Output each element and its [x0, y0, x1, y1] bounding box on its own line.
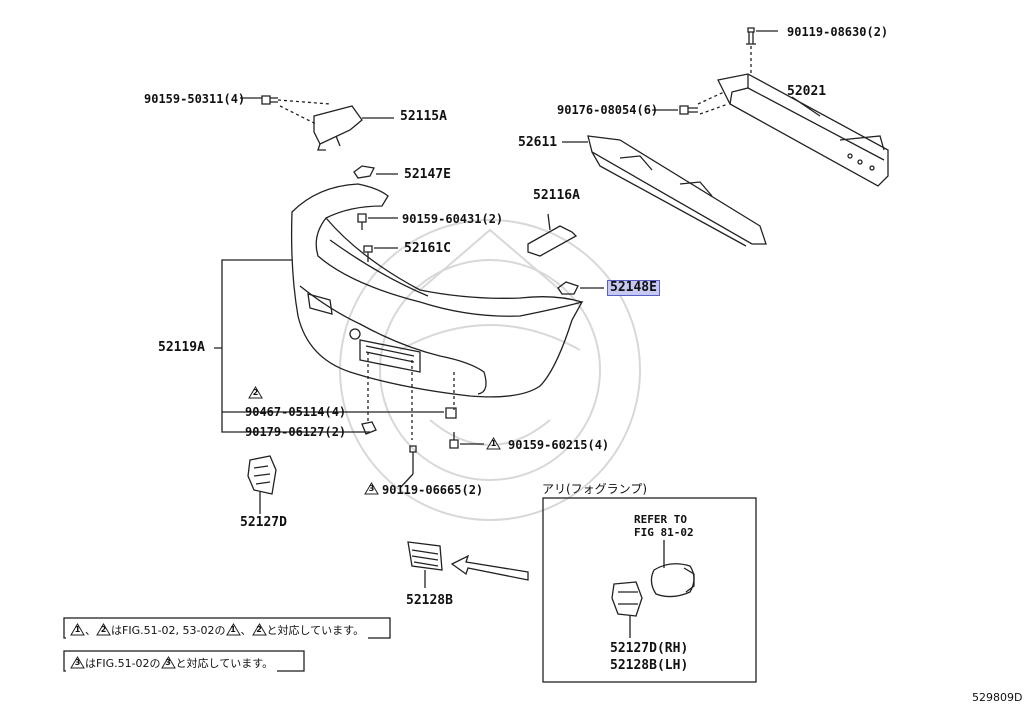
inset-part-rh[interactable]: 52127D(RH) [610, 641, 689, 656]
leader-line-52119A [214, 259, 444, 433]
part-label-52128B[interactable]: 52128B [406, 593, 453, 608]
leader-line [791, 96, 821, 117]
dashed-guide [277, 99, 331, 125]
bolt-90119-06665 [409, 445, 417, 474]
note-separator: 、 [85, 624, 96, 637]
note-triangle-3: 3 [70, 656, 85, 669]
callout-triangle-2: 2 [248, 386, 263, 399]
note-triangle-2b: 2 [251, 623, 267, 636]
part-label-52148E-highlighted[interactable]: 52148E [607, 280, 660, 296]
fog-lamp-drawing [611, 563, 695, 617]
part-label-90467-05114[interactable]: 90467-05114(4) [245, 405, 347, 419]
inset-box [542, 497, 757, 683]
screw-90159-60215 [449, 432, 459, 449]
screw-90159-60431 [357, 213, 367, 230]
fog-cover-52128B [407, 541, 443, 571]
part-label-90176-08054[interactable]: 90176-08054(6) [557, 103, 659, 117]
fog-cover-52127D [247, 455, 277, 495]
part-label-52119A[interactable]: 52119A [158, 340, 205, 355]
note-separator-b: 、 [240, 624, 252, 637]
reinforcement-52021 [717, 73, 889, 187]
leader-line [629, 540, 665, 638]
inset-part-lh[interactable]: 52128B(LH) [610, 658, 689, 673]
note-1-end: と対応しています。 [266, 624, 365, 637]
inset-refer-line-1: REFER TO [634, 513, 687, 526]
screw-90159-50311 [261, 95, 278, 105]
absorber-52611 [587, 135, 767, 247]
dashed-guide [367, 352, 455, 440]
figure-code: 529809D [972, 691, 1023, 704]
part-label-52611[interactable]: 52611 [518, 135, 558, 150]
part-label-52161C[interactable]: 52161C [404, 241, 451, 256]
inset-title: アリ(フォグランプ) [542, 482, 648, 496]
part-label-90119-06665[interactable]: 90119-06665(2) [382, 483, 484, 497]
dashed-guide [697, 91, 729, 115]
part-label-90159-50311[interactable]: 90159-50311(4) [144, 92, 246, 106]
note-1-middle: はFIG.51-02, 53-02の [111, 624, 226, 637]
note-2-end: と対応しています。 [175, 657, 274, 670]
clip-90179-06127 [361, 421, 377, 435]
nut-90467-05114 [445, 407, 457, 419]
part-label-52115A[interactable]: 52115A [400, 109, 447, 124]
part-label-90119-08630[interactable]: 90119-08630(2) [787, 25, 889, 39]
bolt-90119-08630 [746, 27, 756, 45]
note-triangle-3b: 3 [160, 656, 176, 669]
note-2-middle: はFIG.51-02の [85, 657, 161, 670]
retainer-52147E [353, 165, 375, 179]
part-label-52127D[interactable]: 52127D [240, 515, 287, 530]
callout-triangle-1: 1 [486, 437, 501, 450]
part-label-52021[interactable]: 52021 [787, 84, 827, 99]
watermark-emblem [339, 219, 641, 521]
inset-refer-line-2[interactable]: FIG 81-02 [634, 526, 694, 539]
bracket-52115A [313, 105, 363, 151]
part-label-90159-60215[interactable]: 90159-60215(4) [508, 438, 610, 452]
front-bumper-cover-52119A [290, 183, 584, 398]
part-label-52147E[interactable]: 52147E [404, 167, 451, 182]
leader-line [399, 473, 414, 489]
note-triangle-2: 2 [96, 623, 111, 636]
callout-triangle-3: 3 [364, 482, 379, 495]
part-label-90159-60431[interactable]: 90159-60431(2) [402, 212, 504, 226]
part-label-90179-06127[interactable]: 90179-06127(2) [245, 425, 347, 439]
retainer-52148E [557, 281, 579, 295]
note-triangle-1b: 1 [225, 623, 241, 636]
part-label-52116A[interactable]: 52116A [533, 188, 580, 203]
bolt-90176-08054 [679, 105, 698, 115]
bracket-52116A [527, 213, 578, 257]
arrow-icon [450, 554, 529, 581]
note-triangle-1: 1 [70, 623, 85, 636]
